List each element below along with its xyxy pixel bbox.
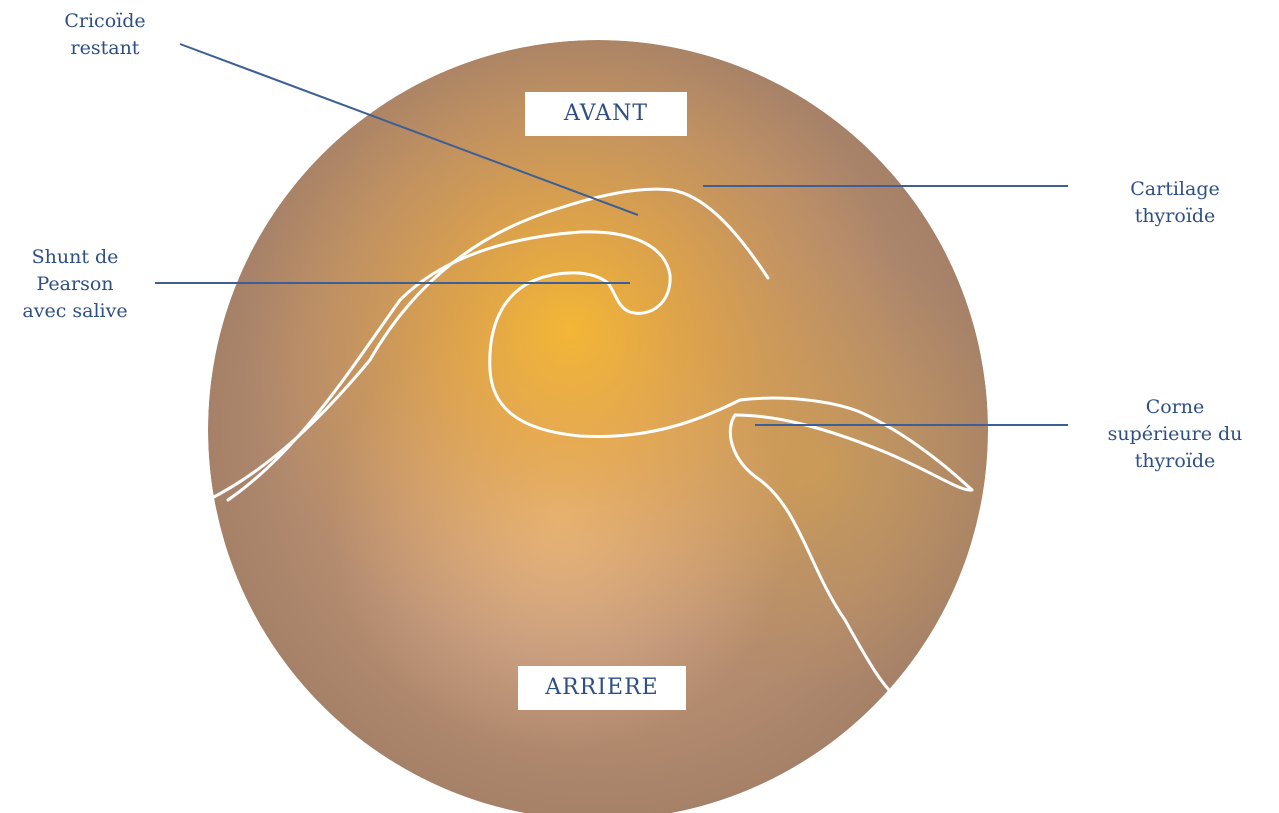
- shunt-label: Shunt de Pearson avec salive: [0, 244, 150, 325]
- cartilage-label: Cartilage thyroïde: [1090, 176, 1260, 230]
- cartilage-label-line-2: thyroïde: [1090, 203, 1260, 230]
- shunt-label-line-3: avec salive: [0, 298, 150, 325]
- shunt-label-line-2: Pearson: [0, 271, 150, 298]
- cricoide-label-line-2: restant: [20, 35, 190, 62]
- orientation-top-label: AVANT: [525, 92, 687, 136]
- corne-label: Corne supérieure du thyroïde: [1085, 394, 1265, 475]
- orientation-bottom-label: ARRIERE: [518, 666, 686, 710]
- corne-label-line-2: supérieure du: [1085, 421, 1265, 448]
- corne-label-line-3: thyroïde: [1085, 448, 1265, 475]
- cricoide-label: Cricoïde restant: [20, 8, 190, 62]
- cartilage-label-line-1: Cartilage: [1090, 176, 1260, 203]
- shunt-label-line-1: Shunt de: [0, 244, 150, 271]
- corne-label-line-1: Corne: [1085, 394, 1265, 421]
- cricoide-label-line-1: Cricoïde: [20, 8, 190, 35]
